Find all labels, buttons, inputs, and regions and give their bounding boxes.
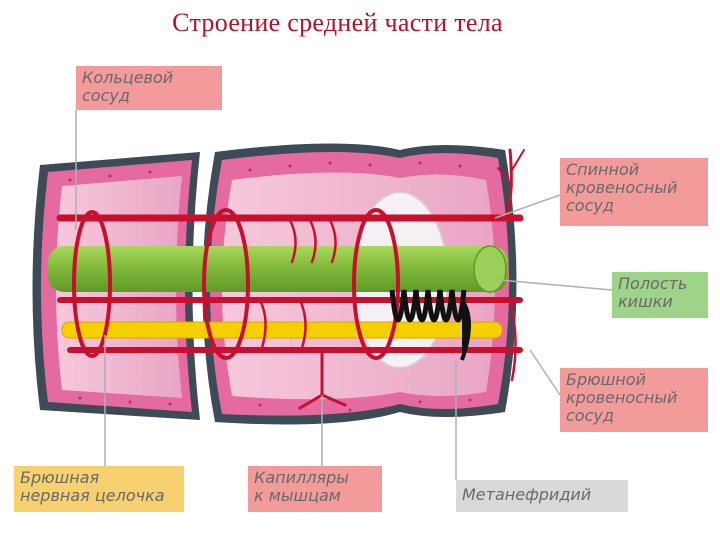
label-gut-cavity: Полость кишки: [612, 272, 708, 318]
gut-tube: [48, 246, 508, 292]
label-ventral-vessel: Брюшной кровеносный сосуд: [560, 368, 708, 432]
label-ventral-line-1: Брюшной: [566, 371, 702, 389]
label-capillaries-line-2: к мышцам: [254, 487, 376, 505]
label-nerve-line-1: Брюшная: [20, 469, 178, 487]
label-dorsal-line-1: Спинной: [566, 161, 702, 179]
label-dorsal-line-2: кровеносный: [566, 179, 702, 197]
label-ventral-line-2: кровеносный: [566, 389, 702, 407]
label-gut-line-1: Полость: [618, 275, 702, 293]
label-ring-vessel-text: Кольцевой сосуд: [82, 69, 216, 105]
label-metanephridium-text: Метанефридий: [462, 486, 622, 504]
label-dorsal-vessel: Спинной кровеносный сосуд: [560, 158, 708, 226]
label-ring-vessel: Кольцевой сосуд: [76, 66, 222, 110]
label-nerve-line-2: нервная целочка: [20, 487, 178, 505]
nerve-cord: [62, 322, 502, 338]
label-capillaries-line-1: Капилляры: [254, 469, 376, 487]
label-gut-line-2: кишки: [618, 293, 702, 311]
label-nerve-cord: Брюшная нервная целочка: [14, 466, 184, 512]
label-metanephridium: Метанефридий: [456, 480, 628, 512]
label-ventral-line-3: сосуд: [566, 407, 702, 425]
label-dorsal-line-3: сосуд: [566, 197, 702, 215]
label-capillaries: Капилляры к мышцам: [248, 466, 382, 512]
